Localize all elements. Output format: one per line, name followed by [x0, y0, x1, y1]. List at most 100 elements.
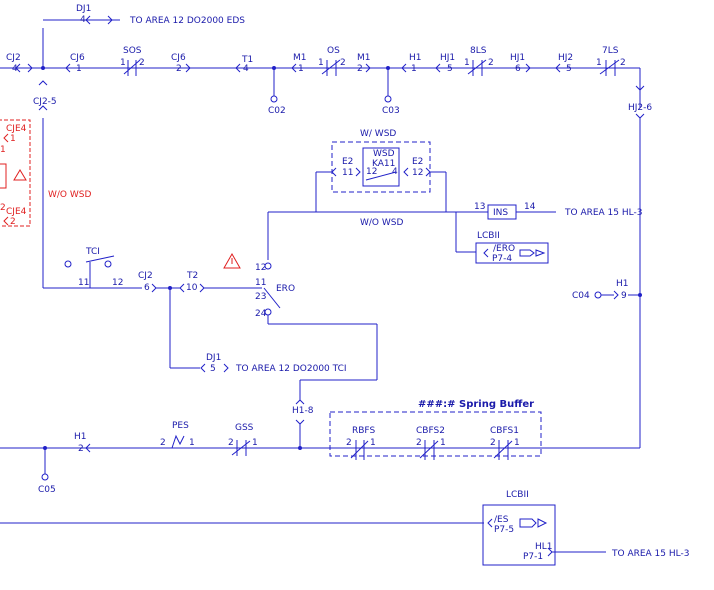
sos-label: SOS [123, 46, 142, 56]
hj2-6-label: HJ2-6 [628, 103, 652, 113]
relay-pin-12: 12 [366, 167, 377, 177]
m1-b-pin: 2 [357, 64, 363, 74]
bottom-rail: C05 H1 2 PES 2 1 GSS 2 1 ###:# Spring Bu… [0, 399, 640, 495]
ins-pin-in: 13 [474, 202, 485, 212]
ero-pin-24: 24 [255, 309, 267, 319]
wsd-label: WSD [373, 149, 395, 159]
gss-pin-2: 2 [228, 438, 234, 448]
os-pin-2: 2 [340, 58, 346, 68]
lcbii-top-title: LCBII [477, 231, 500, 241]
hj1-b-pin: 6 [515, 64, 521, 74]
os-label: OS [327, 46, 340, 56]
sos-pin-1: 1 [120, 58, 126, 68]
lcbii-bottom-title: LCBII [506, 490, 529, 500]
offpage-area12-eds: TO AREA 12 DO2000 EDS [129, 16, 245, 26]
wo-wsd-label: W/O WSD [360, 218, 403, 228]
cbfs2-pin-2: 2 [416, 438, 422, 448]
spring-buffer-label: ###:# Spring Buffer [418, 399, 534, 410]
cj2-left-pin: 4 [12, 64, 18, 74]
ins-label: INS [493, 208, 508, 218]
hj2-pin: 5 [566, 64, 572, 74]
h1-right-pin: 9 [621, 291, 627, 301]
h1-8-label: H1-8 [292, 406, 314, 416]
lcbii-top-page-ref: P7-4 [492, 254, 512, 264]
t2-pin: 10 [186, 283, 198, 293]
lcbii-top-signal: /ERO [493, 244, 515, 254]
rbfs-pin-1: 1 [370, 438, 376, 448]
cbfs1-label: CBFS1 [490, 426, 519, 436]
cj6-a-ref: CJ6 [70, 53, 85, 63]
cbfs1-pin-1: 1 [514, 438, 520, 448]
hj2-ref: HJ2 [558, 53, 573, 63]
8ls-pin-1: 1 [464, 58, 470, 68]
cbfs2-pin-1: 1 [440, 438, 446, 448]
e2-left-pin: 11 [342, 168, 353, 178]
e2-left-ref: E2 [342, 157, 353, 167]
cj2-mid-pin: 6 [144, 283, 150, 293]
left-side-2: 2 [0, 203, 6, 213]
ero-pin-11: 11 [255, 278, 266, 288]
h1-top-pin: 1 [411, 64, 417, 74]
offpage-area15-hl3-top: TO AREA 15 HL-3 [564, 208, 642, 218]
h1-right-ref: H1 [616, 279, 629, 289]
cj6-b-pin: 2 [176, 64, 182, 74]
cj6-b-ref: CJ6 [171, 53, 186, 63]
tci-label: TCI [85, 247, 100, 257]
dj1-mid-pin: 5 [210, 364, 216, 374]
cje4-bottom-ref: CJE4 [6, 207, 27, 217]
offpage-area15-hl3-bottom: TO AREA 15 HL-3 [611, 549, 689, 559]
tci-pin-11: 11 [78, 278, 89, 288]
c03-label: C03 [382, 106, 400, 116]
7ls-pin-2: 2 [620, 58, 626, 68]
e2-right-ref: E2 [412, 157, 423, 167]
left-wo-wsd: W/O WSD [48, 190, 91, 200]
c02-label: C02 [268, 106, 286, 116]
cje4-bottom-pin: 2 [10, 217, 16, 227]
m1-b-ref: M1 [357, 53, 371, 63]
rbfs-label: RBFS [352, 426, 375, 436]
m1-a-pin: 1 [298, 64, 304, 74]
7ls-pin-1: 1 [596, 58, 602, 68]
h1-bottom-pin: 2 [78, 444, 84, 454]
left-side-1: 1 [0, 145, 6, 155]
pes-pin-1: 1 [189, 438, 195, 448]
cj2-5-label: CJ2-5 [33, 97, 57, 107]
t1-ref: T1 [241, 55, 253, 65]
gss-pin-1: 1 [252, 438, 258, 448]
top-rail: DJ1 4 TO AREA 12 DO2000 EDS CJ2 4 CJ6 1 … [0, 4, 652, 119]
ero-pin-12: 12 [255, 263, 266, 273]
ero-label: ERO [276, 284, 295, 294]
7ls-label: 7LS [602, 46, 619, 56]
hj1-a-ref: HJ1 [440, 53, 455, 63]
dj1-mid-ref: DJ1 [206, 353, 221, 363]
hj1-b-ref: HJ1 [510, 53, 525, 63]
8ls-label: 8LS [470, 46, 487, 56]
cbfs2-label: CBFS2 [416, 426, 445, 436]
lcbii-bottom-signal: /ES [494, 515, 509, 525]
lcbii-bottom-page-ref: P7-5 [494, 525, 514, 535]
ero-pin-23: 23 [255, 292, 266, 302]
left-panel: CJE4 1 1 2 CJE4 2 W/O WSD [0, 118, 91, 289]
middle-section: TCI 11 12 CJ2 6 T2 10 12 11 23 ERO 24 [64, 118, 642, 448]
cj2-left-ref: CJ2 [6, 53, 21, 63]
sos-pin-2: 2 [139, 58, 145, 68]
rbfs-pin-2: 2 [346, 438, 352, 448]
cbfs1-pin-2: 2 [490, 438, 496, 448]
lcbii-top: LCBII /ERO P7-4 [475, 231, 549, 264]
pes-label: PES [172, 421, 189, 431]
offpage-area12-tci: TO AREA 12 DO2000 TCI [235, 364, 347, 374]
h1-top-ref: H1 [409, 53, 422, 63]
8ls-pin-2: 2 [488, 58, 494, 68]
ka11-label: KA11 [372, 159, 395, 169]
dj1-top-pin: 4 [80, 15, 86, 25]
pes-pin-2: 2 [160, 438, 166, 448]
dj1-top-ref: DJ1 [76, 4, 91, 14]
e2-right-pin: 12 [412, 168, 423, 178]
h1-bottom-ref: H1 [74, 432, 87, 442]
cje4-top-pin: 1 [10, 134, 16, 144]
cj2-mid-ref: CJ2 [138, 271, 153, 281]
cje4-top-ref: CJE4 [6, 124, 27, 134]
m1-a-ref: M1 [293, 53, 307, 63]
tci-pin-12: 12 [112, 278, 123, 288]
